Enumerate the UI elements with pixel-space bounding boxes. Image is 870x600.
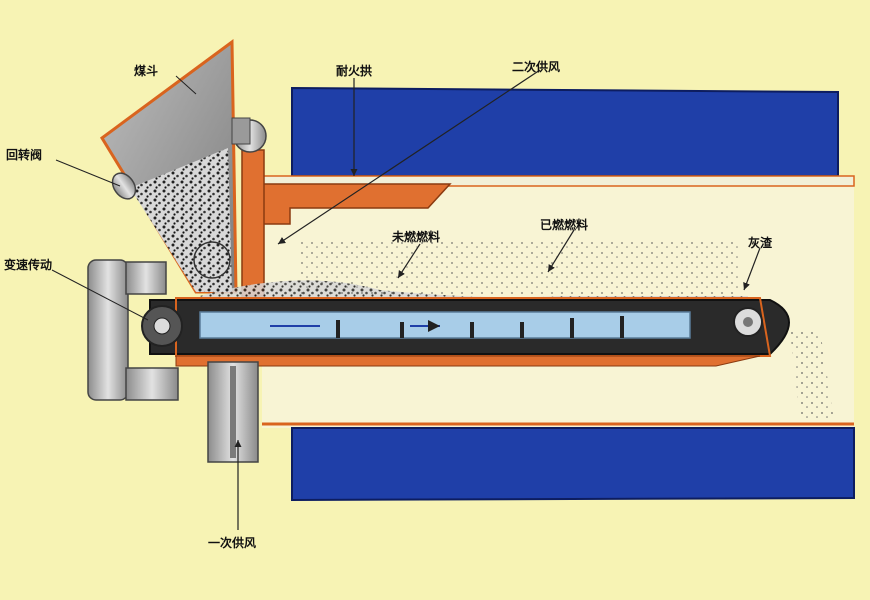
leader-rotary-valve	[55, 159, 121, 187]
burning-fuel-spray	[300, 240, 740, 296]
leader-secondary-air	[277, 69, 541, 245]
leader-ash	[743, 247, 761, 291]
feeder-roller	[193, 241, 231, 279]
label-refractory-arch: 耐火拱	[336, 64, 373, 78]
label-unburned-fuel: 未燃燃料	[392, 230, 441, 244]
label-variable-drive: 变速传动	[4, 258, 53, 272]
label-hopper: 煤斗	[134, 64, 159, 78]
label-rotary-valve: 回转阀	[6, 148, 43, 162]
label-ash: 灰渣	[748, 236, 773, 250]
gearbox-top	[125, 261, 167, 295]
grate-base	[175, 355, 761, 367]
upper-refractory-wall	[291, 86, 839, 177]
ash-discharge	[790, 330, 834, 420]
label-burned-fuel: 已燃燃料	[540, 218, 589, 232]
gearbox-bottom	[125, 367, 179, 401]
leader-burned	[547, 229, 575, 273]
leader-drive	[51, 269, 149, 321]
rotary-valve	[111, 172, 137, 200]
air-dampers	[336, 316, 624, 338]
leader-unburned	[397, 243, 421, 279]
drive-motor	[87, 259, 129, 401]
lower-refractory-wall	[291, 427, 855, 502]
label-secondary-air: 二次供风	[512, 60, 561, 74]
front-wall-plate	[241, 149, 265, 297]
label-primary-air: 一次供风	[208, 536, 257, 550]
leader-hopper	[175, 75, 197, 95]
